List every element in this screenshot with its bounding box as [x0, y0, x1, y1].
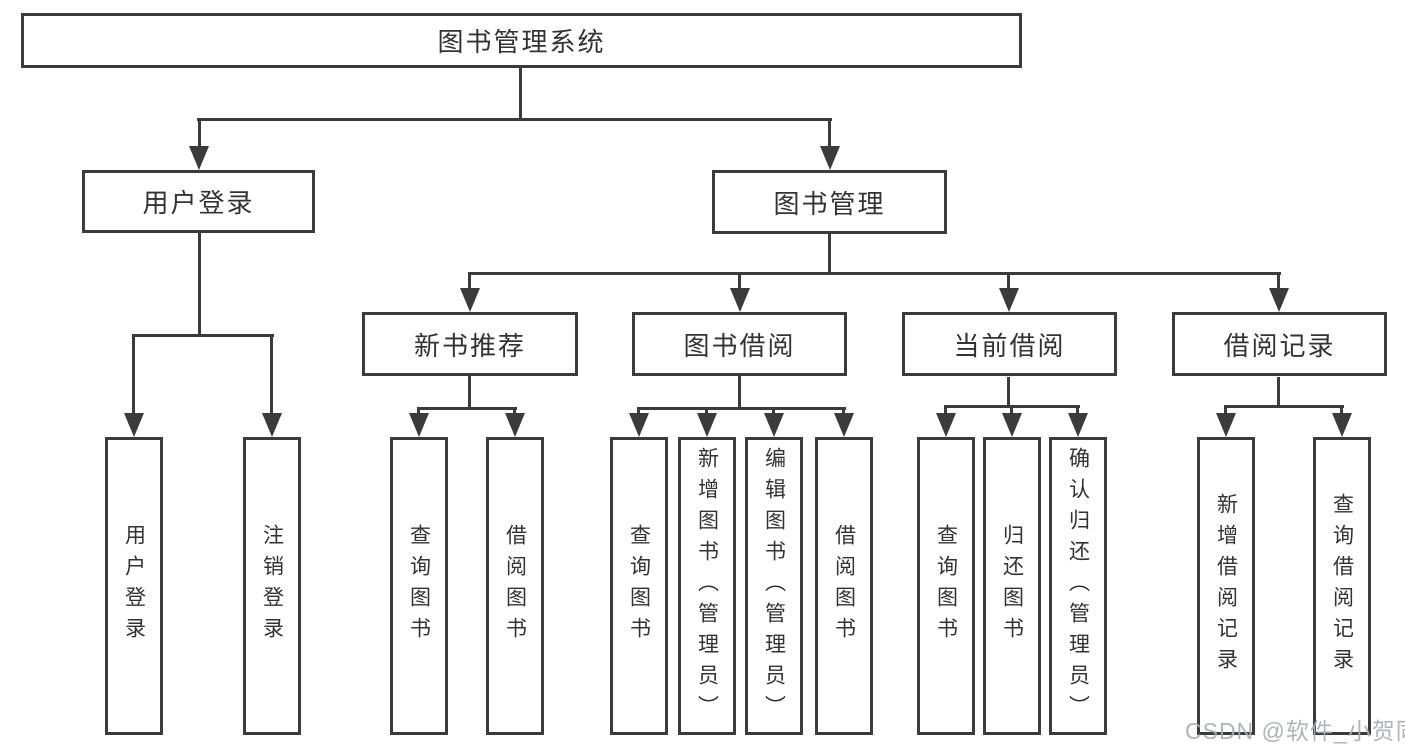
node-label: 图书借阅 — [683, 330, 796, 361]
node-label: 图书管理 — [773, 188, 886, 219]
connector-drop-borrow-records — [1277, 272, 1280, 292]
arrowhead-down-icon — [820, 146, 840, 170]
leaf-query-books-recommend: 查询图书 — [390, 437, 448, 735]
connector-drop — [1224, 405, 1227, 417]
connector-borrowing-stem — [738, 376, 741, 410]
node-label: 查询图书 — [627, 524, 651, 648]
connector-records-rail — [1224, 405, 1344, 408]
leaf-query-books-current: 查询图书 — [917, 437, 975, 735]
leaf-borrow-books-recommend: 借阅图书 — [486, 437, 544, 735]
connector-root-rail — [197, 118, 832, 121]
leaf-borrow-books-borrowing: 借阅图书 — [815, 437, 873, 735]
connector-drop — [417, 407, 420, 417]
connector-records-stem — [1277, 377, 1280, 408]
node-label: 注销登录 — [260, 524, 284, 648]
node-new-book-recommend: 新书推荐 — [362, 312, 578, 376]
arrowhead-down-icon — [834, 413, 854, 437]
connector-drop — [842, 407, 845, 417]
arrowhead-down-icon — [730, 288, 750, 312]
arrowhead-down-icon — [124, 413, 144, 437]
node-label: 借阅记录 — [1223, 330, 1336, 361]
connector-root-stem — [519, 68, 522, 121]
leaf-query-borrow-record: 查询借阅记录 — [1313, 437, 1371, 735]
connector-borrowing-rail — [637, 407, 846, 410]
connector-newbook-rail — [417, 407, 517, 410]
arrowhead-down-icon — [409, 413, 429, 437]
node-book-management: 图书管理 — [712, 170, 947, 234]
connector-login-rail — [132, 334, 274, 337]
leaf-query-books-borrowing: 查询图书 — [610, 437, 668, 735]
leaf-return-books: 归还图书 — [983, 437, 1041, 735]
watermark: CSDN @软件_小贺同学 — [1185, 718, 1405, 744]
node-root: 图书管理系统 — [21, 13, 1022, 68]
connector-drop-current-borrow — [1007, 272, 1010, 292]
arrowhead-down-icon — [1216, 413, 1236, 437]
connector-drop — [1340, 405, 1343, 417]
connector-drop — [637, 407, 640, 417]
node-label: 归还图书 — [1000, 524, 1024, 648]
node-label: 用户登录 — [142, 188, 255, 218]
connector-mgmt-stem — [828, 234, 831, 275]
connector-drop-login-leaf — [132, 334, 135, 415]
node-label: 确认归还（管理员） — [1066, 446, 1090, 726]
node-label: 借阅图书 — [503, 524, 527, 648]
connector-drop — [513, 407, 516, 417]
node-label: 用户登录 — [122, 524, 146, 648]
node-label: 图书管理系统 — [437, 27, 606, 57]
arrowhead-down-icon — [764, 413, 784, 437]
connector-drop — [1076, 405, 1079, 417]
connector-drop — [1010, 405, 1013, 417]
node-book-borrowing: 图书借阅 — [632, 312, 847, 376]
connector-newbook-stem — [468, 376, 471, 410]
leaf-user-login: 用户登录 — [105, 437, 163, 735]
node-label: 新书推荐 — [413, 330, 526, 361]
arrowhead-down-icon — [629, 413, 649, 437]
connector-drop — [772, 407, 775, 417]
arrowhead-down-icon — [936, 413, 956, 437]
node-label: 查询借阅记录 — [1330, 493, 1354, 679]
connector-login-stem — [198, 233, 201, 337]
arrowhead-down-icon — [262, 413, 282, 437]
node-label: 当前借阅 — [953, 330, 1066, 361]
arrowhead-down-icon — [189, 146, 209, 170]
connector-current-stem — [1007, 377, 1010, 408]
node-label: 查询图书 — [407, 524, 431, 648]
connector-drop-book-borrow — [738, 272, 741, 292]
leaf-edit-books-admin: 编辑图书（管理员） — [745, 437, 803, 735]
arrowhead-down-icon — [999, 288, 1019, 312]
arrowhead-down-icon — [1002, 413, 1022, 437]
node-label: 新增图书（管理员） — [695, 446, 719, 726]
node-borrowing-records: 借阅记录 — [1172, 312, 1387, 376]
connector-drop — [944, 405, 947, 417]
leaf-logout: 注销登录 — [243, 437, 301, 735]
arrowhead-down-icon — [1332, 413, 1352, 437]
node-label: 新增借阅记录 — [1214, 493, 1238, 679]
arrowhead-down-icon — [505, 413, 525, 437]
arrowhead-down-icon — [1269, 288, 1289, 312]
connector-drop-new-book — [468, 272, 471, 292]
arrowhead-down-icon — [460, 288, 480, 312]
connector-drop-user-login — [198, 118, 201, 150]
node-user-login-branch: 用户登录 — [82, 170, 315, 233]
leaf-add-borrow-record: 新增借阅记录 — [1197, 437, 1255, 735]
arrowhead-down-icon — [1068, 413, 1088, 437]
connector-mgmt-rail — [468, 272, 1281, 275]
node-label: 编辑图书（管理员） — [762, 446, 786, 726]
connector-drop-logout-leaf — [270, 334, 273, 415]
leaf-add-books-admin: 新增图书（管理员） — [678, 437, 736, 735]
connector-drop-book-mgmt — [828, 118, 831, 150]
node-label: 查询图书 — [934, 524, 958, 648]
connector-drop — [705, 407, 708, 417]
node-current-borrowing: 当前借阅 — [902, 312, 1117, 376]
node-label: 借阅图书 — [832, 524, 856, 648]
leaf-confirm-return-admin: 确认归还（管理员） — [1049, 437, 1107, 735]
arrowhead-down-icon — [697, 413, 717, 437]
